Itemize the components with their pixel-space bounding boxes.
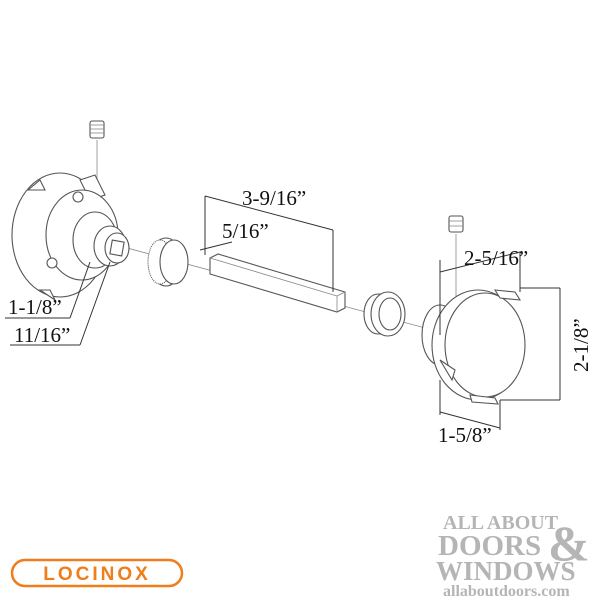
dim-rose-inner: 11/16” [14,323,70,347]
svg-text:DOORS: DOORS [438,530,541,562]
svg-text:allaboutdoors.com: allaboutdoors.com [443,583,570,600]
rose-base-left [11,172,130,302]
dim-knob-diameter: 2-1/8” [569,318,593,372]
set-screw-left [89,120,105,195]
spindle [209,253,346,313]
locinox-logo: LOCINOX [10,558,184,588]
svg-text:WINDOWS: WINDOWS [436,556,576,586]
dim-spindle-length: 3-9/16” [242,186,306,210]
dim-spindle-width: 5/16” [222,219,269,243]
svg-text:&: & [548,515,590,571]
svg-text:ALL ABOUT: ALL ABOUT [443,512,559,534]
dim-knob-depth: 2-5/16” [464,246,528,270]
svg-text:LOCINOX: LOCINOX [43,564,151,585]
dim-rose-outer: 1-1/8” [8,295,62,319]
allaboutdoors-watermark: ALL ABOUT DOORS & WINDOWS allaboutdoors.… [436,512,590,600]
set-screw-right [448,215,464,300]
threaded-ring-left [147,237,189,287]
knob-right [421,289,526,405]
threaded-ring-right [363,291,406,337]
dim-knob-base: 1-5/8” [438,423,492,447]
dimension-lines [5,195,561,430]
